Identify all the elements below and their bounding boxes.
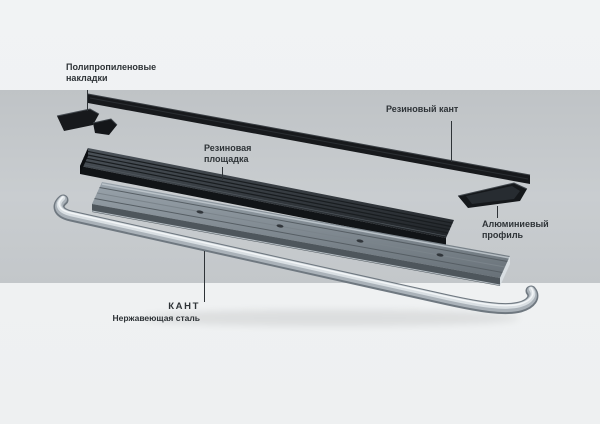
label-rubber-platform-line2: площадка (204, 154, 249, 164)
leader-line-polypropylene (87, 90, 88, 111)
leader-line-rubber-edge (451, 121, 452, 162)
leader-line-steel-edge (204, 251, 205, 302)
tube-shadow (140, 310, 520, 326)
steel-edge-tube (53, 194, 539, 315)
rubber-edge-strip (87, 93, 531, 184)
aluminum-profile (91, 182, 511, 286)
label-steel-edge-subtitle: Нержавеющая сталь (112, 313, 200, 323)
label-aluminum-profile-line1: Алюминиевый (482, 219, 549, 229)
end-cap-right (457, 182, 528, 208)
polypropylene-pad-left-1 (56, 108, 100, 131)
leader-line-aluminum-profile (497, 206, 498, 218)
label-rubber-platform-line1: Резиновая (204, 143, 252, 153)
label-steel-edge: КАНТ Нержавеющая сталь (60, 301, 200, 324)
leader-line-rubber-platform (222, 167, 223, 180)
label-polypropylene-line1: Полипропиленовые (66, 62, 157, 72)
rubber-platform (80, 148, 454, 246)
polypropylene-pad-left-2 (92, 118, 118, 135)
label-polypropylene-line2: накладки (66, 73, 108, 83)
label-aluminum-profile-line2: профиль (482, 230, 524, 240)
label-steel-edge-title: КАНТ (168, 301, 200, 312)
label-aluminum-profile: Алюминиевый профиль (482, 219, 549, 241)
label-rubber-platform: Резиновая площадка (204, 143, 251, 165)
label-rubber-edge: Резиновый кант (386, 104, 459, 114)
label-polypropylene-pads: Полипропиленовые накладки (66, 62, 156, 84)
